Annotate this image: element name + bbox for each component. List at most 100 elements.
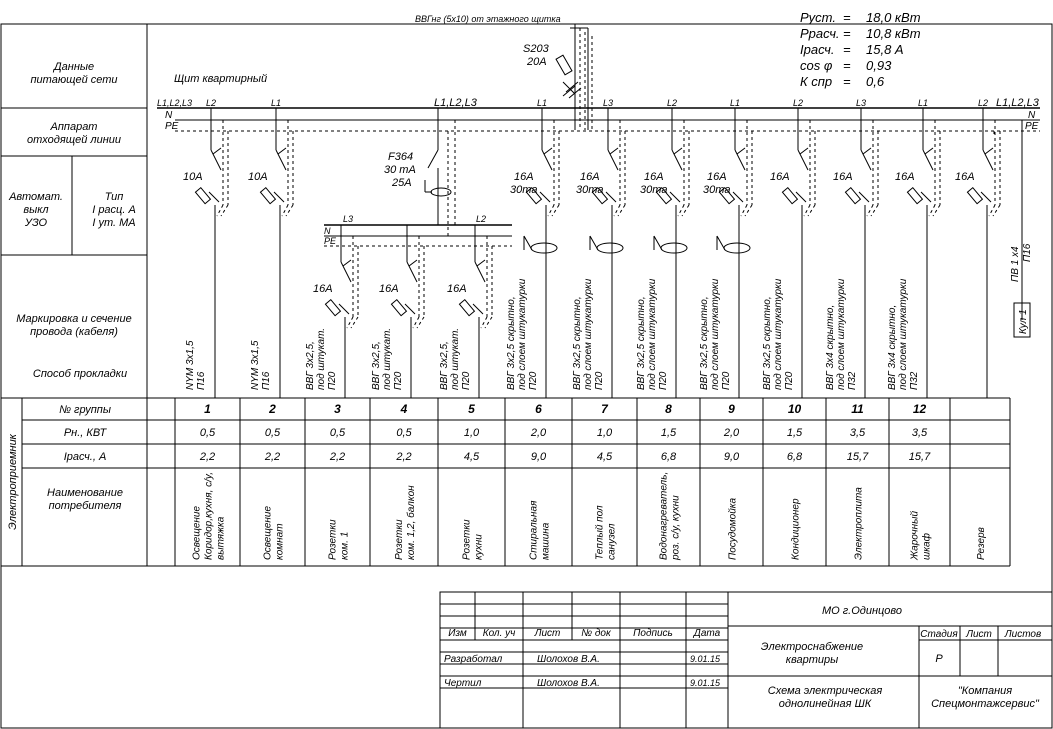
param-value: 0,93 [866, 58, 892, 73]
group-consumer-name: Розетки [394, 519, 405, 560]
group-current: 2,2 [199, 451, 215, 463]
label-power: Рн., КВТ [64, 427, 108, 439]
group-power: 1,5 [661, 427, 677, 439]
main-rcd: L1,L2,L3 F364 30 mA 25A [384, 97, 478, 235]
label-marking-1: Маркировка и сечение [16, 313, 131, 325]
feed-cable-label: ВВГнг (5х10) от этажного щитка [415, 14, 561, 24]
pe-box-label: Кул 1 [1018, 309, 1029, 334]
group-power: 0,5 [265, 427, 281, 439]
label-outgoing-1: Аппарат [50, 121, 98, 133]
stamp-company-1: "Компания [958, 685, 1012, 697]
bus-n-label: N [165, 110, 173, 121]
label-supply-2: питающей сети [30, 74, 117, 86]
group-consumer-name: кухни [474, 534, 485, 560]
stamp-header: Дата [693, 628, 721, 639]
sub-bus-pe: PE [324, 236, 337, 246]
stamp-sheet-title-2: однолинейная ШК [779, 698, 872, 710]
stamp-sheets-h: Листов [1004, 629, 1041, 640]
pe-cable-label: ПВ 1 х4 [1010, 246, 1021, 282]
group-cable-text: под слоем штукатурки [898, 278, 909, 390]
group-rcd: 30ma [576, 184, 604, 196]
group-rating: 16A [707, 171, 727, 183]
group-number: 12 [913, 402, 927, 416]
group-current: 2,2 [395, 451, 411, 463]
label-type-2: I расц. А [92, 204, 136, 216]
group-consumer-name: машина [541, 522, 552, 560]
param-name: Руст. [800, 10, 836, 25]
group-rating: 16A [955, 171, 975, 183]
label-type-3: I ут. МА [92, 217, 135, 229]
stamp-author: Шолохов В.А. [537, 654, 600, 665]
left-labels: Данные питающей сети Аппарат отходящей л… [7, 61, 136, 530]
group-cable-text: под слоем штукатурки [710, 278, 721, 390]
group-cable-text: ВВГ 3x2,5 скрытно, [699, 296, 710, 390]
main-breaker-rating: 20А [526, 56, 547, 68]
sub-bus: L3 L2 N PE [324, 214, 512, 247]
group-cable-text: NYM 3x1,5 [250, 340, 261, 390]
group-cable-text: П20 [721, 371, 732, 390]
param-eq: = [843, 10, 851, 25]
stamp-title-1: Электроснабжение [761, 641, 863, 653]
stamp-header: Лист [534, 628, 561, 639]
label-breaker-3: УЗО [24, 217, 48, 229]
group-consumer-name: комнат [275, 523, 286, 560]
group-power: 1,5 [787, 427, 803, 439]
group-phase-label: L3 [856, 98, 866, 108]
param-value: 10,8 кВт [866, 26, 921, 41]
group-current: 6,8 [787, 451, 803, 463]
param-eq: = [843, 74, 851, 89]
param-value: 0,6 [866, 74, 885, 89]
group-current: 9,0 [531, 451, 547, 463]
group-cable-text: ВВГ 3x2,5 скрытно, [636, 296, 647, 390]
label-type-1: Тип [105, 191, 124, 203]
group-cable-text: под слоем штукатурки [773, 278, 784, 390]
feed: Щит квартирный ВВГнг (5х10) от этажного … [174, 14, 593, 130]
group-consumer-name: Кондиционер [791, 498, 802, 560]
group-consumer-name: Розетки [328, 519, 339, 560]
group-number: 1 [204, 402, 211, 416]
group-cable-text: П32 [909, 371, 920, 390]
group-rcd: 30ma [703, 184, 731, 196]
group-number: 9 [728, 402, 735, 416]
group-cable-text: ВВГ 3x2,5, [371, 341, 382, 390]
group-cable-text: под слоем штукатурки [647, 278, 658, 390]
group-consumer-name: Освещение [192, 506, 203, 560]
label-consumer-side: Электроприемник [7, 433, 19, 530]
label-laying: Способ прокладки [33, 368, 127, 380]
group-rcd: 30ma [510, 184, 538, 196]
group-power: 2,0 [723, 427, 740, 439]
label-supply-1: Данные [52, 61, 94, 73]
rcd-main-2: 30 mA [384, 164, 416, 176]
stamp-drawn: Чертил [444, 678, 482, 689]
main-breaker-label: S203 [523, 43, 550, 55]
stamp-header: № док [581, 628, 612, 639]
group-phase-label: L2 [978, 98, 988, 108]
group-rating: 16A [580, 171, 600, 183]
group-number: 11 [851, 402, 864, 416]
param-value: 15,8 А [866, 42, 904, 57]
group-cable-text: под слоем штукатурки [583, 278, 594, 390]
stamp-header: Изм [448, 628, 467, 639]
pe-line: Кул 1 ПВ 1 х4 П16 [993, 120, 1033, 338]
group-rating: 16A [833, 171, 853, 183]
stamp-title-2: квартиры [786, 654, 838, 666]
sub-bus-phase: L3 [343, 214, 353, 224]
label-current: Iрасч., А [64, 451, 107, 463]
group-current: 2,2 [329, 451, 345, 463]
stamp-stage: Р [935, 653, 943, 665]
group-cable-text: под штукат. [450, 328, 461, 390]
group-consumer-name: Резерв [976, 527, 987, 560]
param-name: Ррасч. [800, 26, 840, 41]
param-name: cos φ [800, 58, 833, 73]
main-bus: L1,L2,L3 L1,L2,L3 N N PE PE [157, 97, 1040, 132]
group-power: 0,5 [330, 427, 346, 439]
group-cable-text: под штукат. [316, 328, 327, 390]
stamp-sheet-title-1: Схема электрическая [768, 685, 883, 697]
stamp-stage-h: Стадия [920, 629, 958, 640]
